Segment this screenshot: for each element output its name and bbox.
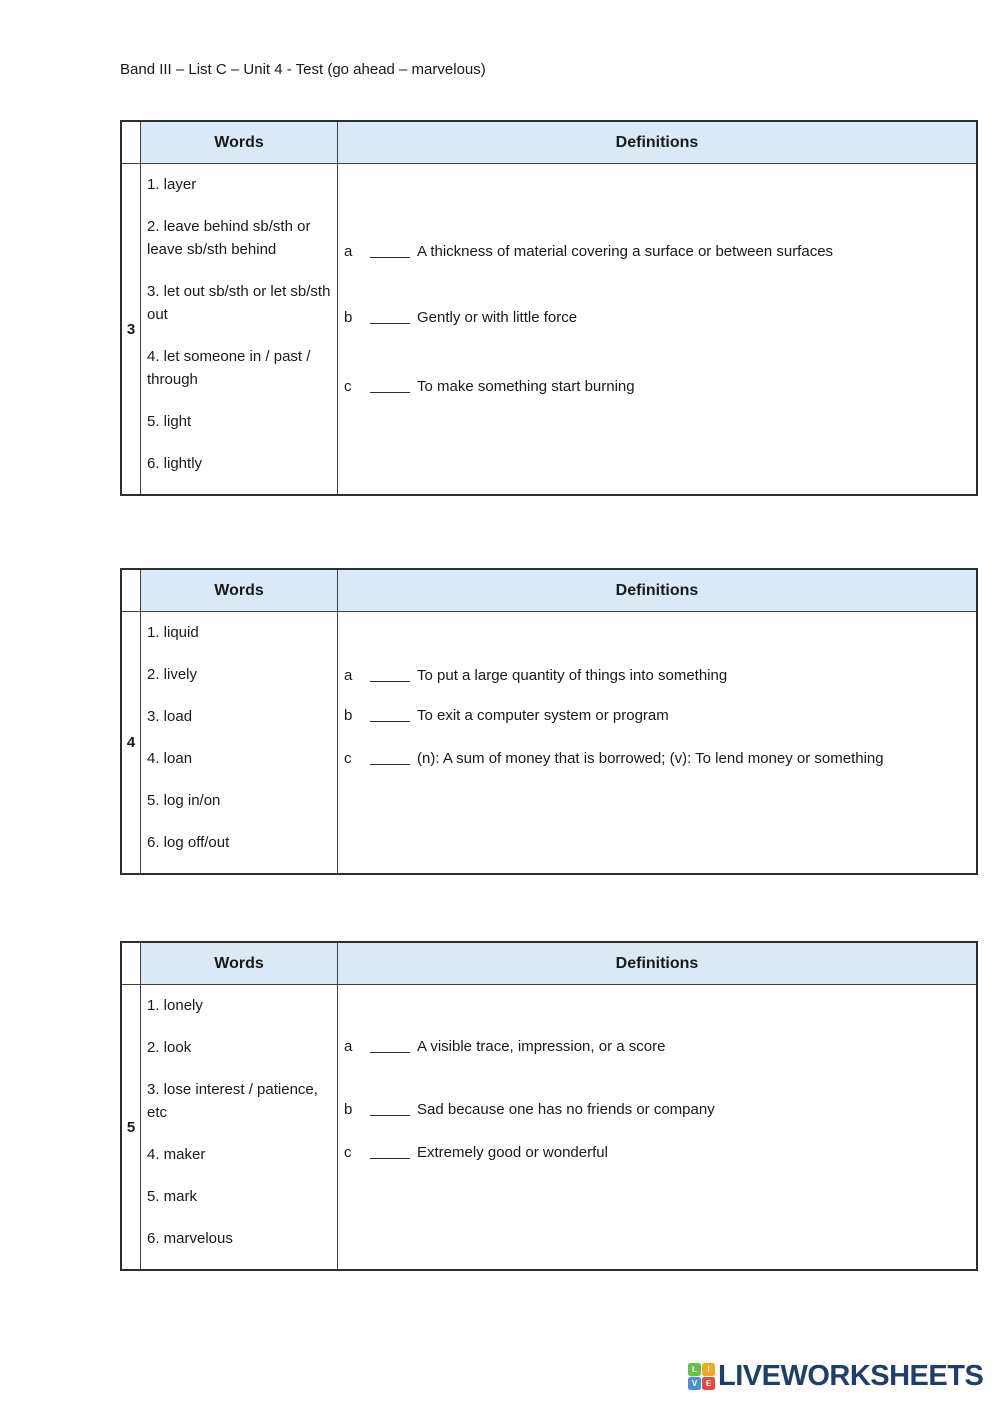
word-item: 4. maker (147, 1146, 206, 1163)
header-spacer-cell (122, 570, 140, 612)
exercise-number: 3 (126, 320, 136, 338)
matching-table: Words Definitions 3 1. layer 2. leave beh… (120, 120, 978, 496)
word-item: 5. log in/on (147, 792, 221, 809)
header-spacer-cell (122, 122, 140, 164)
definition-row: c To make something start burning (344, 376, 968, 397)
definitions-column-header: Definitions (337, 122, 976, 164)
definitions-column-header: Definitions (337, 943, 976, 985)
logo-letter-square: E (702, 1377, 715, 1390)
definition-letter: a (344, 1038, 353, 1055)
definition-letter: c (344, 1144, 352, 1161)
word-item: 1. lonely (147, 997, 203, 1014)
word-item: 3. load (147, 708, 193, 725)
definition-text: Extremely good or wonderful (417, 1144, 608, 1161)
words-list: 1. layer 2. leave behind sb/sth or leave … (140, 164, 337, 494)
word-item: 2. lively (147, 666, 198, 683)
logo-letter-square: I (702, 1363, 715, 1376)
definition-letter: c (344, 750, 352, 767)
words-column-header: Words (140, 943, 337, 985)
words-column-header: Words (140, 122, 337, 164)
word-item: 6. log off/out (147, 834, 230, 851)
definition-row: b Gently or with little force (344, 307, 968, 328)
answer-blank[interactable] (370, 380, 410, 393)
definition-row: a To put a large quantity of things into … (344, 665, 968, 686)
liveworksheets-wordmark: LIVEWORKSHEETS (718, 1360, 984, 1392)
word-item: 4. let someone in / past / through (147, 348, 311, 388)
definition-text: To exit a computer system or program (417, 707, 669, 724)
word-item: 3. lose interest / patience, etc (147, 1081, 318, 1121)
word-item: 2. look (147, 1039, 192, 1056)
words-column-header: Words (140, 570, 337, 612)
definitions-column-header: Definitions (337, 570, 976, 612)
definition-text: (n): A sum of money that is borrowed; (v… (417, 750, 884, 767)
answer-blank[interactable] (370, 752, 410, 765)
definition-text: To make something start burning (417, 378, 635, 395)
definition-text: A visible trace, impression, or a score (417, 1038, 666, 1055)
matching-table: Words Definitions 5 1. lonely 2. look 3. l… (120, 941, 978, 1271)
definition-text: Gently or with little force (417, 309, 578, 326)
answer-blank[interactable] (370, 1103, 410, 1116)
word-item: 5. light (147, 413, 192, 430)
definition-text: To put a large quantity of things into s… (417, 667, 728, 684)
word-item: 5. mark (147, 1188, 198, 1205)
definitions-list: a A thickness of material covering a surf… (337, 164, 976, 494)
answer-blank[interactable] (370, 709, 410, 722)
answer-blank[interactable] (370, 669, 410, 682)
definition-letter: a (344, 667, 353, 684)
word-item: 6. marvelous (147, 1230, 233, 1247)
matching-table: Words Definitions 4 1. liquid 2. lively 3.… (120, 568, 978, 875)
definitions-list: a A visible trace, impression, or a score… (337, 985, 976, 1269)
words-list: 1. lonely 2. look 3. lose interest / patie… (140, 985, 337, 1269)
definition-letter: c (344, 378, 352, 395)
logo-letter-square: L (688, 1363, 701, 1376)
answer-blank[interactable] (370, 245, 410, 258)
definition-row: b To exit a computer system or program (344, 705, 968, 726)
answer-blank[interactable] (370, 1040, 410, 1053)
word-item: 2. leave behind sb/sth or leave sb/sth b… (147, 218, 311, 258)
word-item: 3. let out sb/sth or let sb/sth out (147, 283, 331, 323)
worksheet-title: Band III – List C – Unit 4 - Test (go ah… (120, 61, 486, 78)
definition-text: A thickness of material covering a surfa… (417, 243, 834, 260)
logo-letter-square: V (688, 1377, 701, 1390)
definition-letter: b (344, 309, 353, 326)
definition-text: Sad because one has no friends or compan… (417, 1101, 715, 1118)
definition-letter: b (344, 1101, 353, 1118)
definition-row: a A thickness of material covering a surf… (344, 241, 968, 262)
definition-row: b Sad because one has no friends or compa… (344, 1099, 968, 1120)
definition-row: a A visible trace, impression, or a score (344, 1036, 968, 1057)
exercise-number: 4 (126, 734, 136, 751)
definition-row: c Extremely good or wonderful (344, 1142, 968, 1163)
word-item: 1. layer (147, 176, 197, 193)
definition-letter: b (344, 707, 353, 724)
definition-row: c (n): A sum of money that is borrowed; (… (344, 748, 968, 769)
word-item: 6. lightly (147, 455, 203, 472)
answer-blank[interactable] (370, 1146, 410, 1159)
header-spacer-cell (122, 943, 140, 985)
exercise-number: 5 (126, 1118, 136, 1136)
definitions-list: a To put a large quantity of things into … (337, 612, 976, 873)
words-list: 1. liquid 2. lively 3. load 4. loan 5. log i… (140, 612, 337, 873)
definition-letter: a (344, 243, 353, 260)
word-item: 4. loan (147, 750, 193, 767)
word-item: 1. liquid (147, 624, 199, 641)
answer-blank[interactable] (370, 311, 410, 324)
